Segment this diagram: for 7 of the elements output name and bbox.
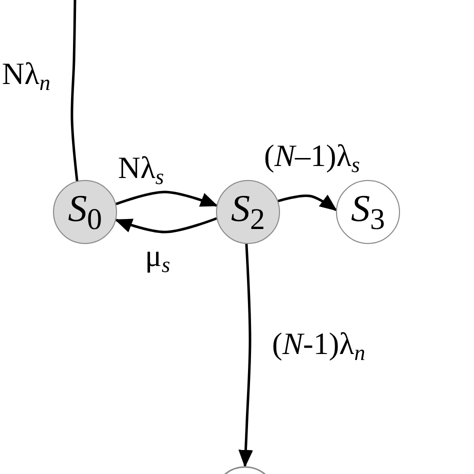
arrow <box>116 190 218 207</box>
state-label: S$_{0}$ <box>68 190 102 234</box>
arrow <box>238 244 253 468</box>
state-label: S$_{2}$ <box>231 190 265 234</box>
arrow <box>278 194 338 212</box>
state-label: S$_{3}$ <box>351 190 385 234</box>
arrow <box>114 217 218 234</box>
